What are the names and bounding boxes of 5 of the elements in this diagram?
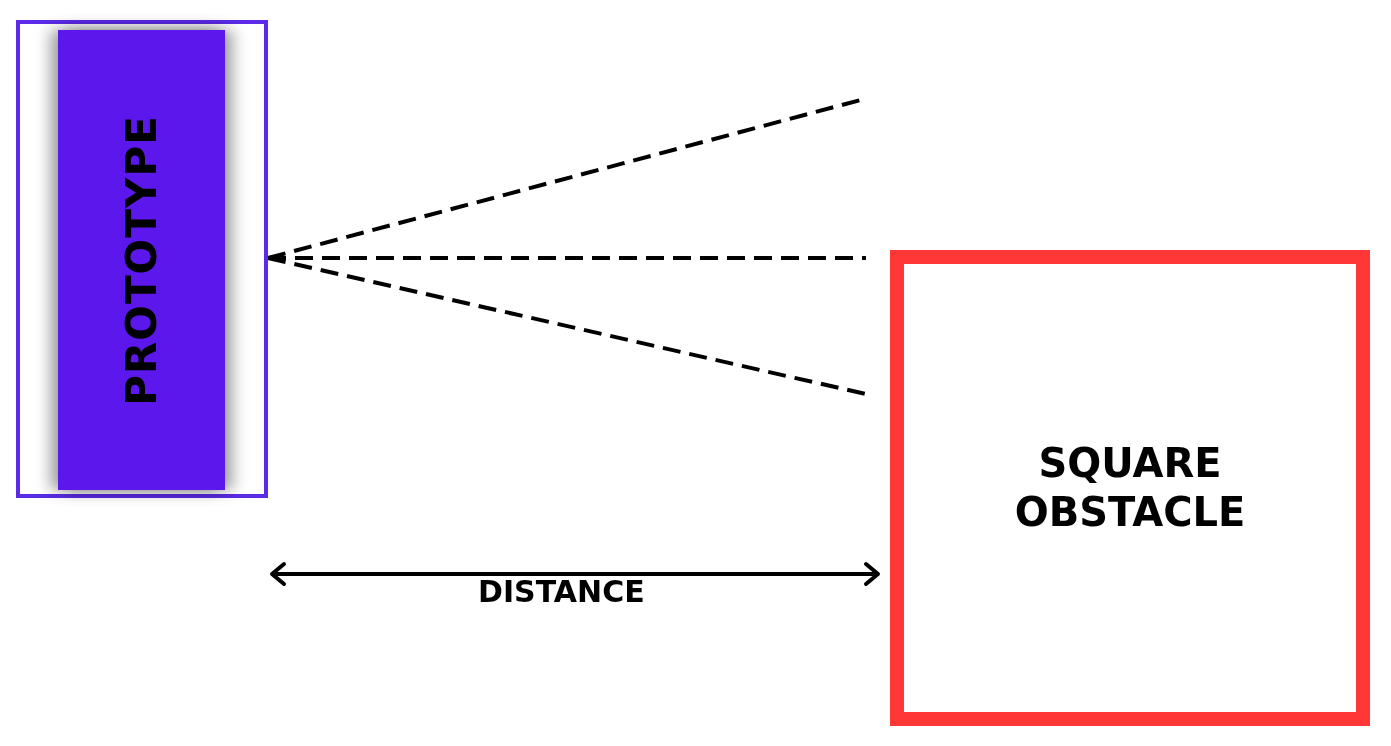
dimension-label: DISTANCE xyxy=(478,574,645,609)
prototype-label: PROTOTYPE xyxy=(117,114,166,406)
prototype-frame xyxy=(16,20,268,498)
obstacle-label: SQUARE OBSTACLE xyxy=(1013,439,1247,537)
obstacle-box xyxy=(890,250,1370,726)
